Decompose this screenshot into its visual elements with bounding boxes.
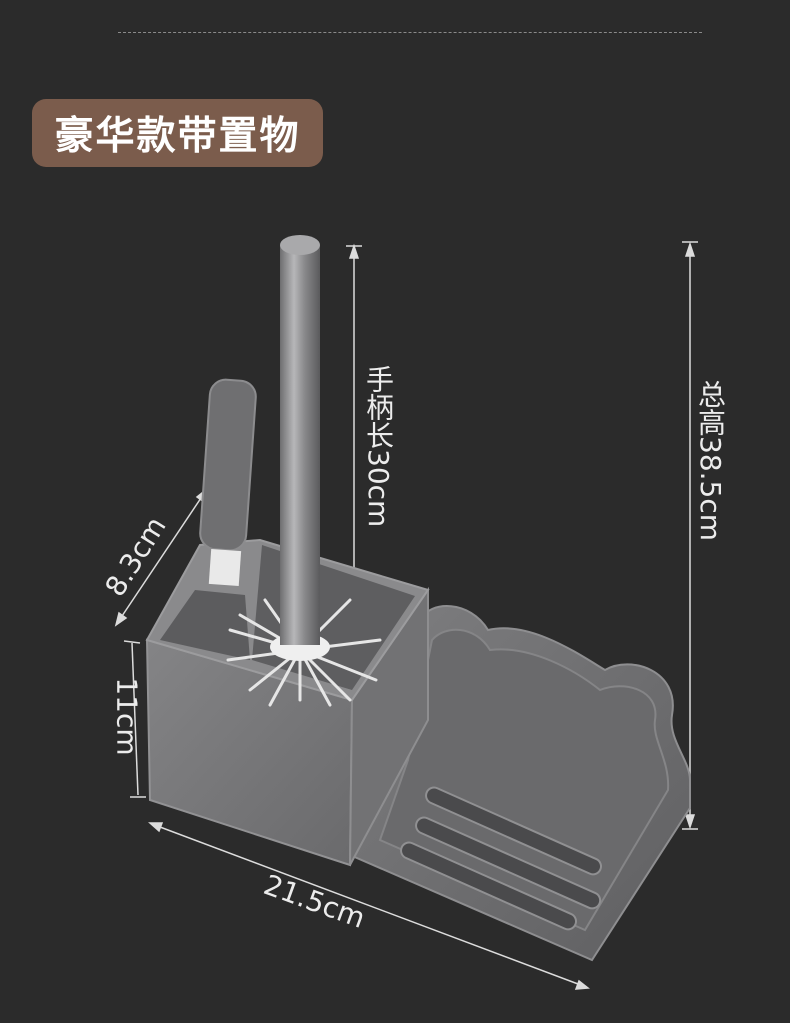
top-dashed-divider bbox=[118, 32, 702, 33]
height-label: 11cm bbox=[110, 677, 144, 756]
height-arrow bbox=[123, 640, 146, 798]
total-height-arrow bbox=[682, 241, 698, 830]
width-arrow bbox=[148, 822, 590, 990]
storage-tray bbox=[349, 605, 691, 962]
tray-drain-slots bbox=[400, 786, 603, 931]
brush-handle bbox=[280, 235, 320, 645]
title-badge: 豪华款带置物 bbox=[32, 99, 323, 167]
small-cleaning-brush bbox=[199, 378, 257, 587]
total-height-label: 总高38.5cm bbox=[694, 380, 727, 542]
handle-length-label: 手柄长30cm bbox=[362, 365, 395, 528]
title-text: 豪华款带置物 bbox=[54, 114, 301, 159]
